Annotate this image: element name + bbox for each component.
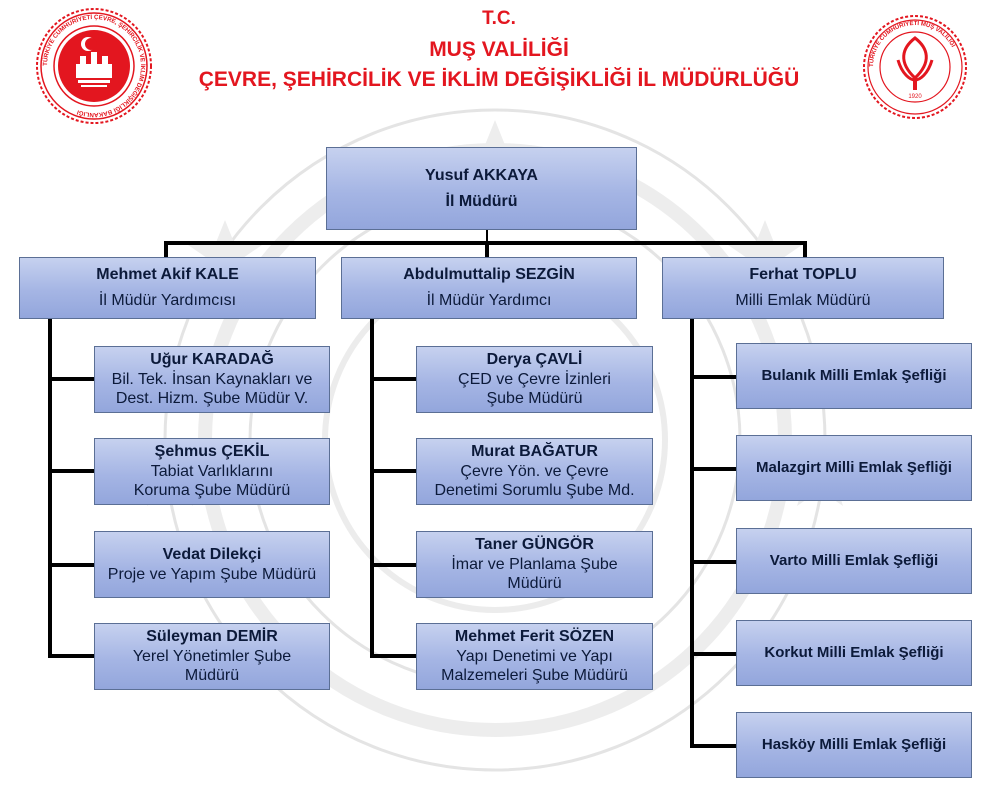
logo-year: 1920 [908, 94, 922, 100]
branch-title: Şube Müdürü [486, 390, 583, 408]
branch-box: Derya ÇAVLİ ÇED ve Çevre İzinleri Şube M… [416, 346, 653, 413]
national-estate-manager-box: Ferhat TOPLU Milli Emlak Müdürü [662, 257, 944, 319]
branch-title: Proje ve Yapım Şube Müdürü [107, 565, 317, 583]
unit-name: Bulanık Milli Emlak Şefliği [761, 366, 947, 384]
deputy-1-name: Mehmet Akif KALE [96, 266, 239, 284]
deputy-2-title: İl Müdür Yardımcı [426, 292, 552, 309]
unit-box: Korkut Milli Emlak Şefliği [736, 620, 972, 686]
ministry-logo: TÜRKİYE CUMHURİYETİ ÇEVRE, ŞEHİRCİLİK VE… [36, 8, 152, 124]
branch-title: İmar ve Planlama Şube [451, 555, 618, 573]
branch-title: ÇED ve Çevre İzinleri [458, 370, 611, 388]
branch-name: Vedat Dilekçi [162, 545, 262, 563]
manager-3-name: Ferhat TOPLU [749, 266, 857, 284]
header-line-1: T.C. [482, 8, 516, 29]
unit-box: Hasköy Milli Emlak Şefliği [736, 712, 972, 778]
branch-name: Mehmet Ferit SÖZEN [454, 628, 615, 646]
unit-box: Malazgirt Milli Emlak Şefliği [736, 435, 972, 501]
branch-title: Malzemeleri Şube Müdürü [441, 667, 628, 685]
header-line-3: ÇEVRE, ŞEHİRCİLİK VE İKLİM DEĞİŞİKLİĞİ İ… [198, 68, 800, 91]
branch-box: Mehmet Ferit SÖZEN Yapı Denetimi ve Yapı… [416, 623, 653, 690]
director-title: İl Müdürü [445, 192, 518, 210]
branch-title: Koruma Şube Müdürü [133, 482, 291, 500]
branch-box: Taner GÜNGÖR İmar ve Planlama Şube Müdür… [416, 531, 653, 598]
deputy-2-name: Abdulmuttalip SEZGİN [403, 266, 575, 284]
branch-box: Murat BAĞATUR Çevre Yön. ve Çevre Deneti… [416, 438, 653, 505]
unit-name: Hasköy Milli Emlak Şefliği [761, 735, 947, 753]
manager-3-title: Milli Emlak Müdürü [735, 292, 871, 309]
branch-name: Uğur KARADAĞ [150, 351, 274, 369]
deputy-1-title: İl Müdür Yardımcısı [98, 292, 237, 309]
branch-box: Uğur KARADAĞ Bil. Tek. İnsan Kaynakları … [94, 346, 330, 413]
branch-title: Bil. Tek. İnsan Kaynakları ve [111, 370, 313, 388]
branch-name: Şehmus ÇEKİL [154, 443, 270, 461]
unit-box: Varto Milli Emlak Şefliği [736, 528, 972, 594]
branch-name: Süleyman DEMİR [146, 628, 278, 646]
unit-box: Bulanık Milli Emlak Şefliği [736, 343, 972, 409]
unit-name: Korkut Milli Emlak Şefliği [764, 643, 944, 661]
branch-title: Çevre Yön. ve Çevre [460, 462, 609, 480]
branch-title: Müdürü [507, 575, 562, 593]
branch-name: Murat BAĞATUR [471, 443, 598, 461]
branch-name: Taner GÜNGÖR [475, 536, 594, 554]
deputy-box-1: Mehmet Akif KALE İl Müdür Yardımcısı [19, 257, 316, 319]
branch-box: Vedat Dilekçi Proje ve Yapım Şube Müdürü [94, 531, 330, 598]
deputy-box-2: Abdulmuttalip SEZGİN İl Müdür Yardımcı [341, 257, 637, 319]
director-box: Yusuf AKKAYA İl Müdürü [326, 147, 637, 230]
branch-title: Yapı Denetimi ve Yapı [456, 647, 613, 665]
branch-title: Tabiat Varlıklarını [150, 462, 274, 480]
director-name: Yusuf AKKAYA [425, 166, 538, 184]
header-line-2: MUŞ VALİLİĞİ [429, 38, 569, 61]
branch-title: Denetimi Sorumlu Şube Md. [434, 482, 635, 500]
branch-title: Yerel Yönetimler Şube [132, 647, 292, 665]
branch-title: Dest. Hizm. Şube Müdür V. [115, 390, 309, 408]
unit-name: Malazgirt Milli Emlak Şefliği [756, 458, 952, 476]
branch-box: Şehmus ÇEKİL Tabiat Varlıklarını Koruma … [94, 438, 330, 505]
branch-box: Süleyman DEMİR Yerel Yönetimler Şube Müd… [94, 623, 330, 690]
branch-name: Derya ÇAVLİ [486, 351, 583, 369]
governorship-logo: TÜRKİYE CUMHURİYETİ MUŞ VALİLİĞİ 1920 [863, 15, 967, 119]
branch-title: Müdürü [184, 667, 240, 685]
unit-name: Varto Milli Emlak Şefliği [769, 551, 939, 569]
